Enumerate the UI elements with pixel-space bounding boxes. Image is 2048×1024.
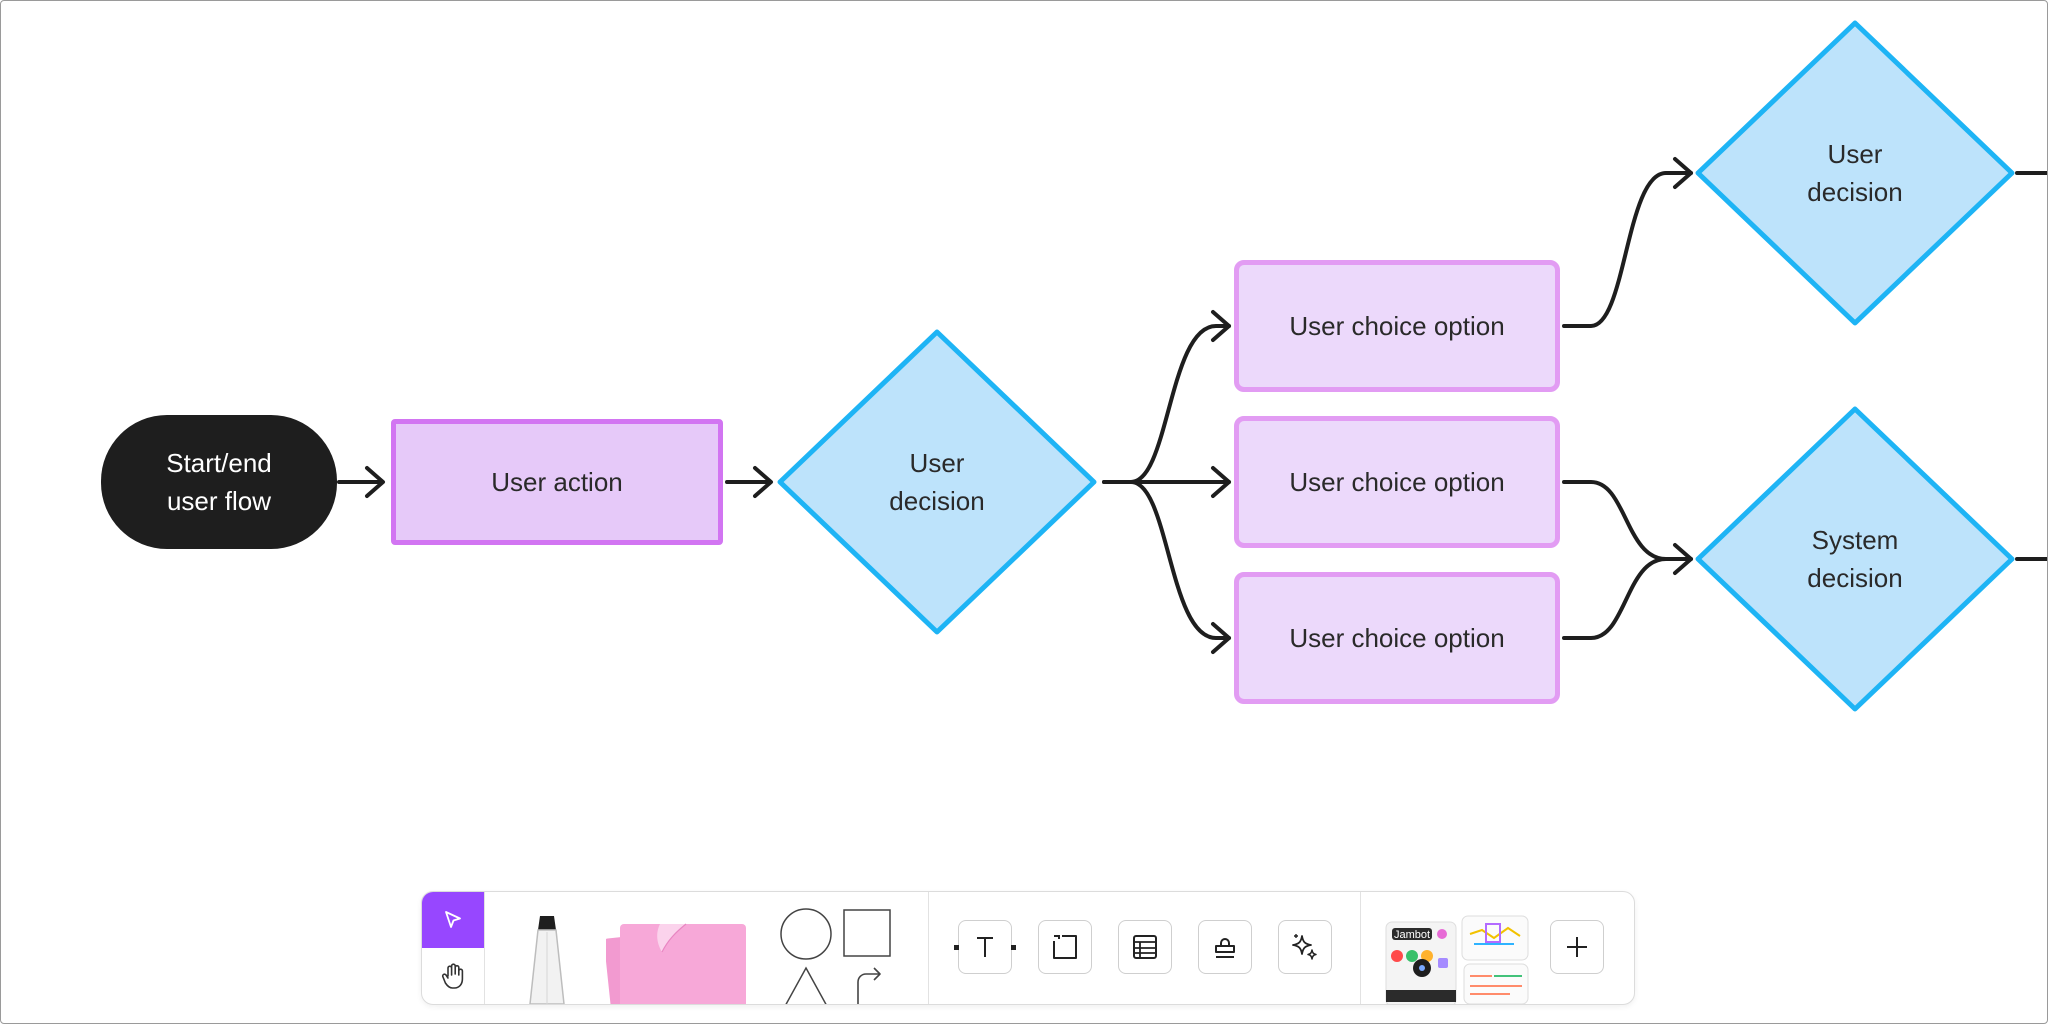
sparkle-icon	[1292, 934, 1317, 960]
arrowhead	[1211, 466, 1231, 498]
arrowhead	[1673, 543, 1693, 575]
user-choice-option-node[interactable]: User choice option	[1234, 572, 1560, 704]
connector-choice-3-to-system-decision	[1562, 557, 1668, 640]
user-choice-option-node[interactable]: User choice option	[1234, 416, 1560, 548]
system-decision-label: System decision	[1807, 525, 1903, 593]
sticky-note-icon	[604, 923, 746, 1004]
plus-icon	[1567, 937, 1587, 957]
connector-choice-1-to-user-decision	[1562, 171, 1693, 328]
arrowhead	[365, 466, 385, 498]
sticky-note-tool-button[interactable]	[604, 912, 756, 1004]
user-decision-label: User decision	[1807, 139, 1903, 207]
user-choice-option-label: User choice option	[1289, 623, 1505, 653]
stamp-icon	[1215, 938, 1235, 958]
user-choice-option-node[interactable]: User choice option	[1234, 260, 1560, 392]
user-decision-node[interactable]: User decision	[1694, 19, 2016, 327]
text-handle-right	[1011, 945, 1016, 950]
user-choice-option-label: User choice option	[1289, 311, 1505, 341]
table-icon	[1133, 935, 1157, 959]
user-action-node[interactable]: User action	[391, 419, 723, 545]
user-decision-label: User decision	[889, 448, 985, 516]
arrowhead	[1211, 310, 1231, 342]
user-decision-node[interactable]: User decision	[776, 328, 1098, 636]
user-choice-option-label: User choice option	[1289, 467, 1505, 497]
shapes-icon	[780, 908, 891, 1004]
toolbar-divider	[928, 892, 929, 1004]
text-icon	[977, 937, 993, 957]
text-handle-left	[954, 945, 959, 950]
connector-decision-to-choice-1	[1102, 324, 1231, 484]
diamond-shape	[1695, 20, 2015, 326]
section-tool-button[interactable]	[1038, 920, 1092, 974]
connector-decision-to-choice-3	[1129, 480, 1231, 640]
shapes-tool-button[interactable]	[778, 908, 898, 1004]
start-end-node[interactable]: Start/end user flow	[101, 415, 337, 549]
diamond-shape	[777, 329, 1097, 635]
stamp-tool-button[interactable]	[1198, 920, 1252, 974]
mode-switcher	[422, 892, 485, 1004]
start-end-label: Start/end user flow	[166, 448, 272, 516]
table-tool-button[interactable]	[1118, 920, 1172, 974]
arrowhead	[753, 466, 773, 498]
template-thumbnails-icon	[1385, 915, 1529, 1004]
arrowhead	[1211, 622, 1231, 654]
connector-tool-button[interactable]	[852, 964, 886, 1004]
hand-icon	[441, 963, 464, 989]
select-tool-button[interactable]	[422, 892, 484, 948]
user-action-label: User action	[491, 467, 623, 497]
connector-arrow-icon	[857, 967, 881, 1004]
system-decision-node[interactable]: System decision	[1694, 405, 2016, 713]
template-badge: Jambot	[1394, 929, 1431, 941]
toolbar-divider	[1360, 892, 1361, 1004]
hand-tool-button[interactable]	[422, 948, 484, 1004]
marker-tool-button[interactable]	[512, 906, 582, 1004]
diamond-shape	[1695, 406, 2015, 712]
cursor-arrow-icon	[445, 911, 461, 928]
templates-button[interactable]	[1382, 912, 1532, 1004]
more-tools-button[interactable]	[1550, 920, 1604, 974]
text-tool-button[interactable]	[958, 920, 1012, 974]
connector-choice-2-to-system-decision	[1562, 480, 1693, 561]
ai-tool-button[interactable]	[1278, 920, 1332, 974]
marker-pen-icon	[529, 916, 565, 1004]
bottom-toolbar: Jambot	[421, 891, 1635, 1005]
section-icon	[1053, 935, 1077, 959]
arrowhead	[1673, 157, 1693, 189]
